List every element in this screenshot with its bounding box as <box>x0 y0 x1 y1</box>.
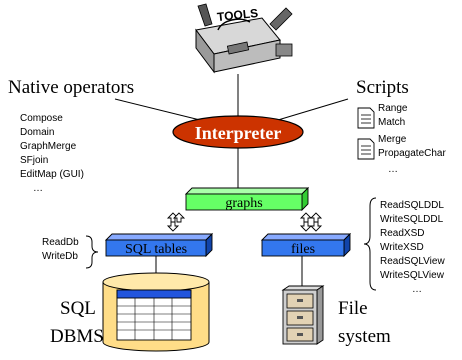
double-arrow-icon <box>166 212 186 232</box>
table-grid-icon <box>116 289 192 341</box>
sql-tables-label: SQL tables <box>125 242 187 257</box>
file-op-item: … <box>412 284 422 295</box>
native-operator-item: … <box>33 183 43 194</box>
native-operators-heading: Native operators <box>8 77 134 98</box>
interpreter-ellipse <box>172 115 304 149</box>
sql-dbms-label-line2: DBMS <box>50 326 104 347</box>
script-file-icon <box>357 138 375 160</box>
db-op-item: ReadDb <box>42 237 79 248</box>
file-op-item: ReadSQLView <box>380 256 445 267</box>
script-item: Merge <box>378 134 407 145</box>
script-item: Match <box>378 117 405 128</box>
file-op-item: WriteSQLView <box>380 270 445 281</box>
file-op-item: WriteSQLDDL <box>380 214 444 225</box>
db-ops-brace <box>85 235 99 269</box>
file-cabinet-icon <box>281 285 325 345</box>
native-operators-list: Compose Domain GraphMerge SFjoin EditMap… <box>20 113 84 194</box>
graphs-box: graphs <box>184 186 310 212</box>
native-operator-item: SFjoin <box>20 155 48 166</box>
native-operator-item: Domain <box>20 127 54 138</box>
sql-tables-box: SQL tables <box>104 232 214 258</box>
file-ops-brace <box>363 197 377 291</box>
sql-dbms-label-line1: SQL <box>60 298 96 319</box>
script-item: Range <box>378 103 408 114</box>
db-ops-list: ReadDb WriteDb <box>42 237 79 262</box>
native-operator-item: GraphMerge <box>20 141 77 152</box>
toolbox-label: TOOLS <box>216 6 258 24</box>
connector-lines <box>114 74 349 290</box>
files-label: files <box>291 242 315 257</box>
script-item: … <box>388 164 398 175</box>
file-op-item: ReadSQLDDL <box>380 200 444 211</box>
file-op-item: ReadXSD <box>380 228 424 239</box>
double-arrow-icon <box>299 212 323 232</box>
toolbox-icon: TOOLS <box>195 3 293 74</box>
file-system-label-line2: system <box>338 326 391 347</box>
script-file-icon <box>357 107 375 129</box>
native-operator-item: EditMap (GUI) <box>20 169 84 180</box>
file-op-item: WriteXSD <box>380 242 424 253</box>
interpreter-label: Interpreter <box>195 123 282 143</box>
file-system-label-line1: File <box>338 298 368 319</box>
graphs-label: graphs <box>225 196 262 211</box>
scripts-heading: Scripts <box>356 77 409 98</box>
db-op-item: WriteDb <box>42 251 78 262</box>
files-box: files <box>260 232 352 258</box>
native-operator-item: Compose <box>20 113 63 124</box>
script-item: PropagateChar <box>378 148 446 159</box>
scripts-list: Range Match Merge PropagateChar … <box>378 103 446 175</box>
file-ops-list: ReadSQLDDL WriteSQLDDL ReadXSD WriteXSD … <box>380 200 445 295</box>
